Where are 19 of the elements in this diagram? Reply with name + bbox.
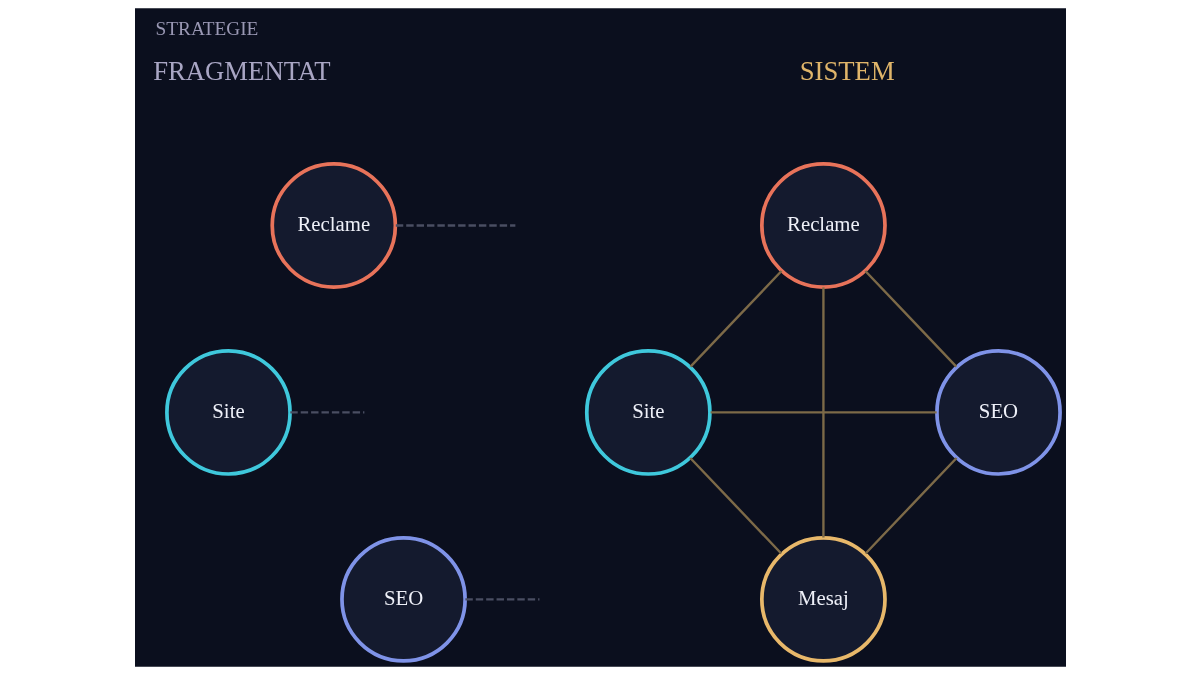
node-circle: SEO xyxy=(934,349,1062,476)
node-circle: Mesaj xyxy=(759,535,887,663)
connector xyxy=(395,224,515,227)
node-circle: SEO xyxy=(339,535,467,663)
connector xyxy=(464,598,539,601)
connector xyxy=(821,287,825,538)
connector xyxy=(689,270,782,368)
connector xyxy=(864,457,957,555)
connector xyxy=(864,270,957,368)
connector xyxy=(688,457,782,555)
label: SISTEM xyxy=(799,55,895,86)
connector xyxy=(710,411,937,414)
node-circle: Reclame xyxy=(269,162,397,289)
connector xyxy=(289,411,364,414)
node-circle: Site xyxy=(164,349,292,476)
node-circle: Site xyxy=(584,349,712,476)
node-circle: Reclame xyxy=(759,162,887,289)
diagram-title: STRATEGIE xyxy=(155,18,258,40)
label: FRAGMENTAT xyxy=(152,55,330,86)
